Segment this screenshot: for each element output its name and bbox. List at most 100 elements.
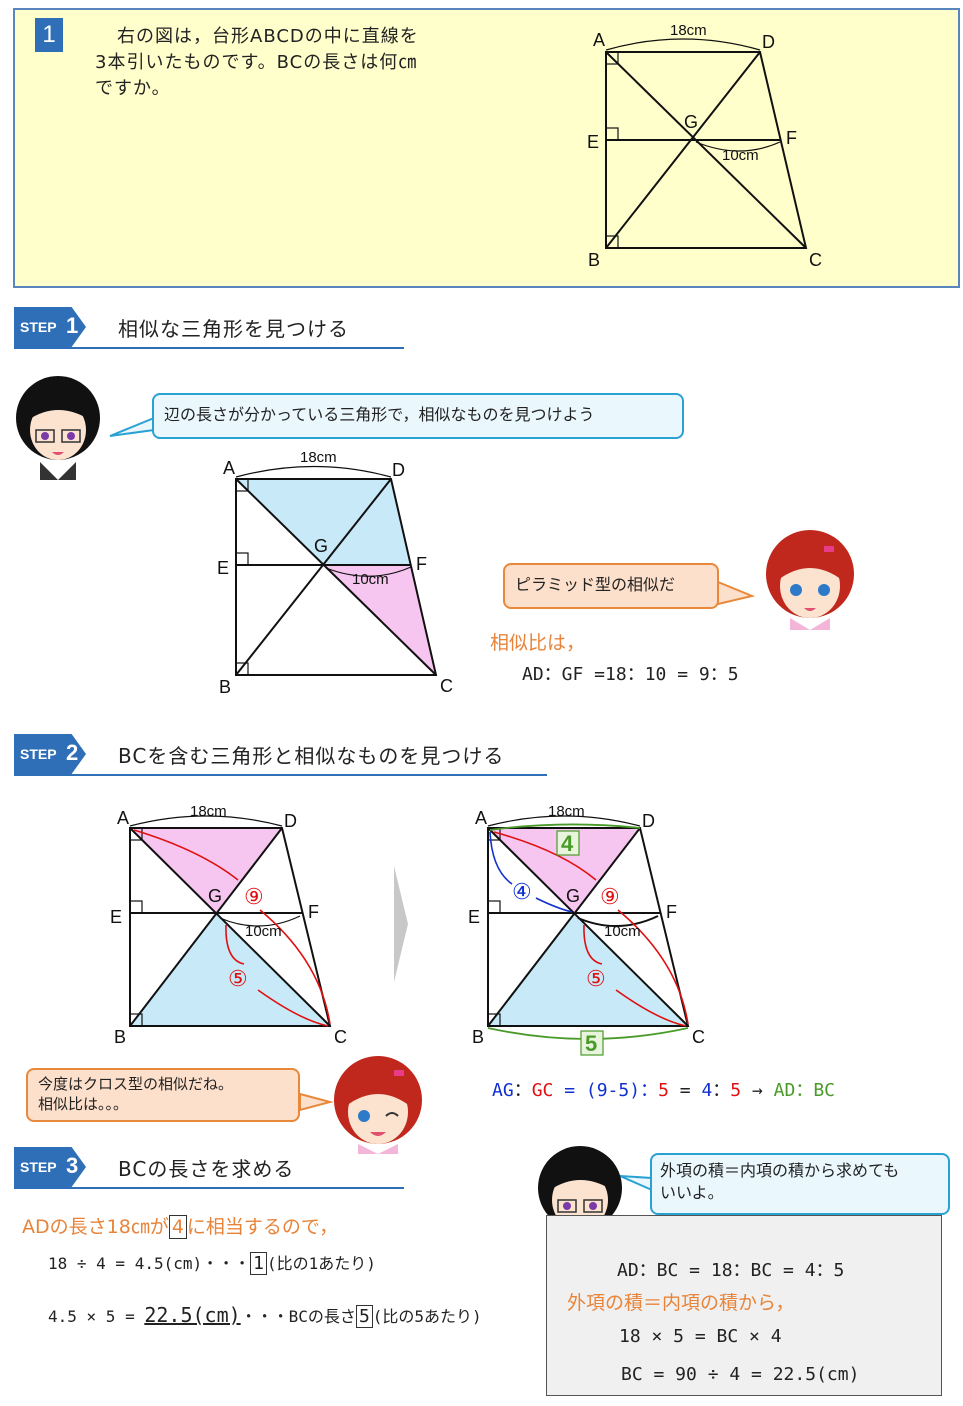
problem-text-line1: 右の図は，台形ABCDの中に直線を (117, 26, 419, 47)
fig1-label-ad-length: 18cm (670, 22, 707, 39)
eq-gc: GC (531, 1080, 554, 1101)
eq-five-a: 5 (658, 1080, 669, 1101)
pyramid-bubble: ピラミッド型の相似だ (503, 563, 719, 609)
fig2-label-d: D (392, 460, 405, 480)
eq-sep1: ： (513, 1080, 532, 1101)
problem-text-line2: 3本引いたものです。BCの長さは何㎝ (95, 52, 418, 73)
fig4-label-e: E (468, 907, 480, 927)
step3-calc1: 18 ÷ 4 = 4.5(cm)・・・1(比の1あたり) (48, 1250, 376, 1275)
eq-bc: BC (813, 1080, 836, 1101)
fig3-label-e: E (110, 907, 122, 927)
eq-eq2: = (668, 1080, 702, 1101)
step3-calc2-pre: 4.5 × 5 = (48, 1307, 145, 1326)
step3-tag: STEP 3 (14, 1147, 86, 1187)
fig1-label-g: G (684, 112, 698, 132)
alternative-method-box: AD：BC = 18：BC = 4：5 外項の積＝内項の積から， 18 × 5 … (546, 1215, 942, 1396)
fig4-label-ad-length: 18cm (548, 803, 585, 820)
bubble-tail-3 (299, 1092, 334, 1112)
step3-hint-line2: いいよ。 (660, 1183, 724, 1202)
alt-line1: AD：BC = 18：BC = 4：5 (617, 1260, 845, 1281)
step3-calc2-box: 5 (355, 1305, 373, 1328)
fig4-label-a: A (475, 808, 487, 828)
step1-hint-text: 辺の長さが分かっている三角形で，相似なものを見つけよう (164, 405, 595, 424)
eq-arrow: → (741, 1080, 774, 1101)
step3-intro-pre: ADの長さ18㎝が (22, 1216, 169, 1238)
step3-hint-line1: 外項の積＝内項の積から求めても (660, 1161, 900, 1180)
fig3-mark-5: ⑤ (228, 966, 248, 991)
step1-tag-num: 1 (66, 313, 79, 338)
step3-intro-box: 4 (168, 1215, 187, 1239)
step3-title: BCの長さを求める (118, 1157, 295, 1181)
fig1-label-a: A (593, 30, 605, 50)
arrow-chevron (394, 866, 408, 982)
fig2-label-e: E (217, 558, 229, 578)
fig3-label-f: F (308, 902, 319, 922)
step3-tag-num: 3 (66, 1153, 79, 1178)
step1-underline (14, 347, 404, 349)
step3-calc1-pre: 18 ÷ 4 = 4.5(cm)・・・ (48, 1254, 251, 1273)
step3-underline (14, 1187, 404, 1189)
alt-line3: 18 × 5 = BC × 4 (619, 1326, 782, 1347)
fig2-label-gf-length: 10cm (352, 571, 389, 588)
fig4-box-5: 5 (585, 1031, 597, 1056)
eq-ad: AD (773, 1080, 796, 1101)
bubble-tail-2 (717, 580, 756, 606)
fig3-label-a: A (117, 808, 129, 828)
fig2-label-c: C (440, 676, 453, 696)
step3-tag-word: STEP (20, 1159, 57, 1175)
cross-bubble: 今度はクロス型の相似だね。 相似比は。。。 (26, 1068, 300, 1122)
problem-text: 右の図は，台形ABCDの中に直線を 3本引いたものです。BCの長さは何㎝ ですか… (95, 24, 495, 102)
fig2-label-a: A (223, 458, 235, 478)
cross-bubble-line2: 相似比は。。。 (38, 1095, 129, 1113)
step2-tag-num: 2 (66, 740, 79, 765)
fig4-label-d: D (642, 811, 655, 831)
step1-tag: STEP 1 (14, 307, 86, 347)
pyramid-bubble-text: ピラミッド型の相似だ (515, 575, 676, 594)
problem-box: 1 右の図は，台形ABCDの中に直線を 3本引いたものです。BCの長さは何㎝ で… (13, 8, 960, 288)
fig4-box-5-frame (580, 1030, 604, 1056)
fig4-box-4-frame (556, 830, 580, 856)
fig1-label-b: B (588, 250, 600, 270)
fig4-label-b: B (472, 1027, 484, 1047)
eq-sep3: ： (795, 1080, 814, 1101)
step3-calc2-post: (比の5あたり) (372, 1307, 482, 1326)
step3-intro-post: に相当するので， (186, 1216, 339, 1238)
problem-number: 1 (35, 18, 63, 52)
fig4-label-gf-length: 10cm (604, 923, 641, 940)
fig3-label-gf-length: 10cm (245, 923, 282, 940)
fig4-mark-5: ⑤ (586, 966, 606, 991)
avatar-boy-1 (16, 376, 100, 480)
fig1-label-gf-length: 10cm (722, 147, 759, 164)
step3-hint-bubble: 外項の積＝内項の積から求めても いいよ。 (650, 1153, 950, 1215)
step3-calc1-post: (比の1あたり) (266, 1254, 376, 1273)
step2-tag-word: STEP (20, 746, 57, 762)
alt-line4: BC = 90 ÷ 4 = 22.5(cm) (621, 1364, 860, 1385)
step3-calc1-box: 1 (250, 1252, 267, 1275)
fig1-label-c: C (809, 250, 822, 270)
step3-calc2-mid: ・・・BCの長さ (240, 1307, 356, 1326)
alt-line2: 外項の積＝内項の積から， (567, 1292, 795, 1314)
step1-ratio-label: 相似比は， (490, 632, 586, 654)
cross-bubble-line1: 今度はクロス型の相似だね。 (38, 1075, 234, 1093)
step2-header: STEP 2 BCを含む三角形と相似なものを見つける (14, 734, 554, 780)
fig2-label-f: F (416, 554, 427, 574)
fig2-label-b: B (219, 677, 231, 697)
fig1-label-e: E (587, 132, 599, 152)
step2-left-figure (129, 815, 332, 1027)
fig3-label-c: C (334, 1027, 347, 1047)
step2-underline (14, 774, 547, 776)
step3-calc2-answer: 22.5(cm) (144, 1303, 241, 1327)
step1-hint-bubble: 辺の長さが分かっている三角形で，相似なものを見つけよう (152, 393, 684, 439)
bubble-tail-1 (109, 416, 155, 437)
step1-title: 相似な三角形を見つける (118, 317, 349, 341)
fig4-box-4: 4 (561, 831, 574, 856)
avatar-girl-2 (334, 1056, 422, 1154)
step1-figure (235, 465, 438, 676)
fig3-label-d: D (284, 811, 297, 831)
step1-header: STEP 1 相似な三角形を見つける (14, 307, 414, 353)
step2-title: BCを含む三角形と相似なものを見つける (118, 744, 505, 768)
step2-tag: STEP 2 (14, 734, 86, 774)
eq-four: 4 (701, 1080, 713, 1101)
